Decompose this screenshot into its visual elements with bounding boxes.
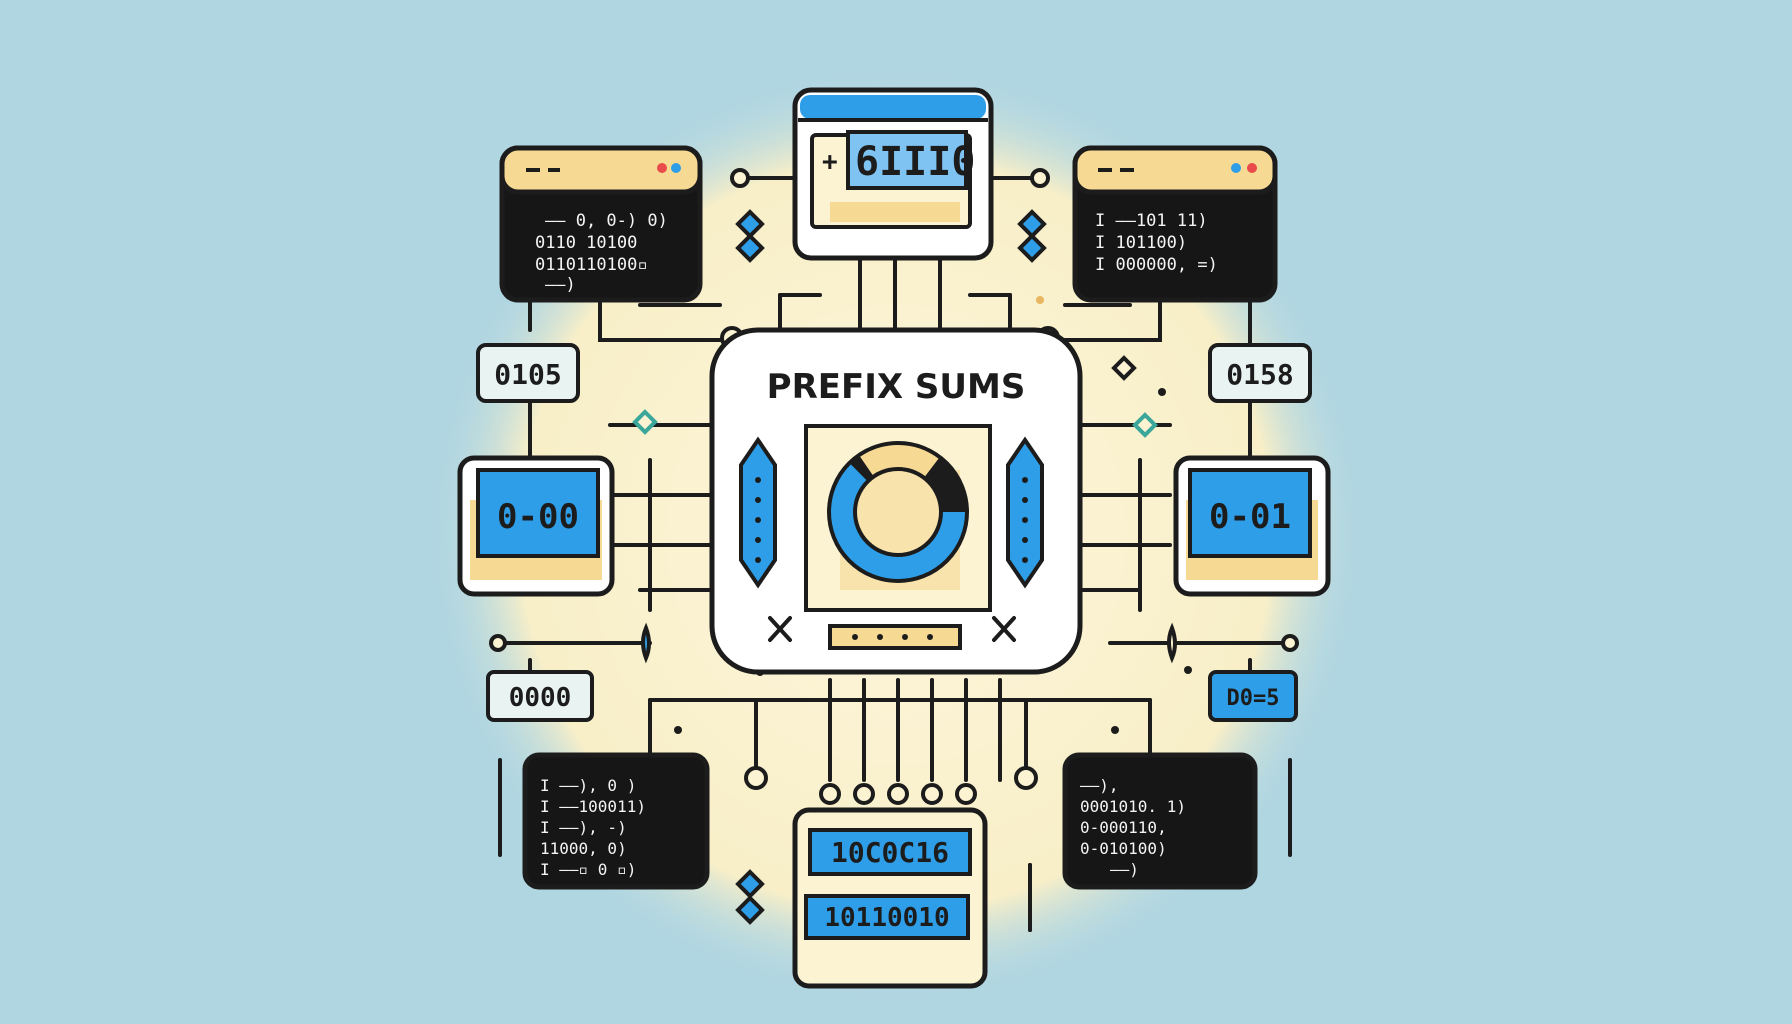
terminal-line: I 000000, =) <box>1095 255 1218 275</box>
terminal-line: —— 0, 0-) 0) <box>545 211 668 231</box>
connector-lines <box>498 176 1292 932</box>
terminal-line: I ——), -) <box>540 818 627 837</box>
terminal-line: ——) <box>545 275 576 295</box>
window-blue-dot <box>671 163 681 173</box>
terminal-line: 0-010100) <box>1080 839 1167 858</box>
terminal-top-right: I ——101 11) I 101100) I 000000, =) <box>1072 145 1278 303</box>
terminal-top-left: —— 0, 0-) 0) 0110 10100 0110110100▫ ——) <box>499 145 703 303</box>
label-left-lower: 0000 <box>486 670 594 722</box>
terminal-bottom-right: ——), 0001010. 1) 0-000110, 0-010100) ——) <box>1062 752 1258 890</box>
terminal-line: ——), <box>1080 776 1119 795</box>
window-blue-dot <box>1231 163 1241 173</box>
svg-text:0000: 0000 <box>509 683 572 713</box>
terminal-line: 0110110100▫ <box>535 255 648 275</box>
top-window-plus: + <box>822 147 838 177</box>
screen-right: 0-01 <box>1173 455 1331 597</box>
bottom-chip-upper: 10C0C16 <box>831 836 949 869</box>
close-icon <box>768 616 792 642</box>
terminal-line: 0001010. 1) <box>1080 797 1186 816</box>
chip-pill-left <box>739 436 777 589</box>
terminal-bottom-left: I ——), 0 ) I ——100011) I ——), -) 11000, … <box>522 752 710 890</box>
terminal-line: I ——101 11) <box>1095 211 1208 231</box>
label-left-upper: 0105 <box>476 343 580 403</box>
top-window: + 6III0 <box>792 87 994 261</box>
bottom-chip-lower: 10110010 <box>824 903 949 933</box>
central-chip: PREFIX SUMS <box>709 327 1083 675</box>
screen-left: 0-00 <box>457 455 615 597</box>
svg-text:D0=5: D0=5 <box>1227 686 1280 711</box>
svg-text:0158: 0158 <box>1226 358 1293 391</box>
svg-text:0-00: 0-00 <box>497 497 579 537</box>
terminal-line: ——) <box>1110 860 1139 879</box>
terminal-line: I ——100011) <box>540 797 646 816</box>
decorative-diamonds <box>632 209 1177 925</box>
label-right-upper: 0158 <box>1208 343 1312 403</box>
window-red-dot <box>1247 163 1257 173</box>
svg-text:0-01: 0-01 <box>1209 497 1291 537</box>
diagram-title: PREFIX SUMS <box>767 367 1026 407</box>
terminal-line: I ——▫ 0 ▫) <box>540 860 636 879</box>
label-right-lower: D0=5 <box>1208 670 1298 722</box>
ring-icon <box>827 441 969 583</box>
window-red-dot <box>657 163 667 173</box>
terminal-line: 11000, 0) <box>540 839 627 858</box>
chip-pill-right <box>1006 436 1044 589</box>
terminal-line: I 101100) <box>1095 233 1187 253</box>
svg-text:0105: 0105 <box>494 358 561 391</box>
terminal-line: I ——), 0 ) <box>540 776 636 795</box>
bottom-chip: 10C0C16 10110010 <box>792 807 988 989</box>
top-window-value: 6III0 <box>855 139 975 185</box>
terminal-line: 0-000110, <box>1080 818 1167 837</box>
connector-nodes <box>489 168 1299 805</box>
close-icon <box>992 616 1016 642</box>
chip-slider <box>828 624 962 650</box>
terminal-line: 0110 10100 <box>535 233 637 253</box>
